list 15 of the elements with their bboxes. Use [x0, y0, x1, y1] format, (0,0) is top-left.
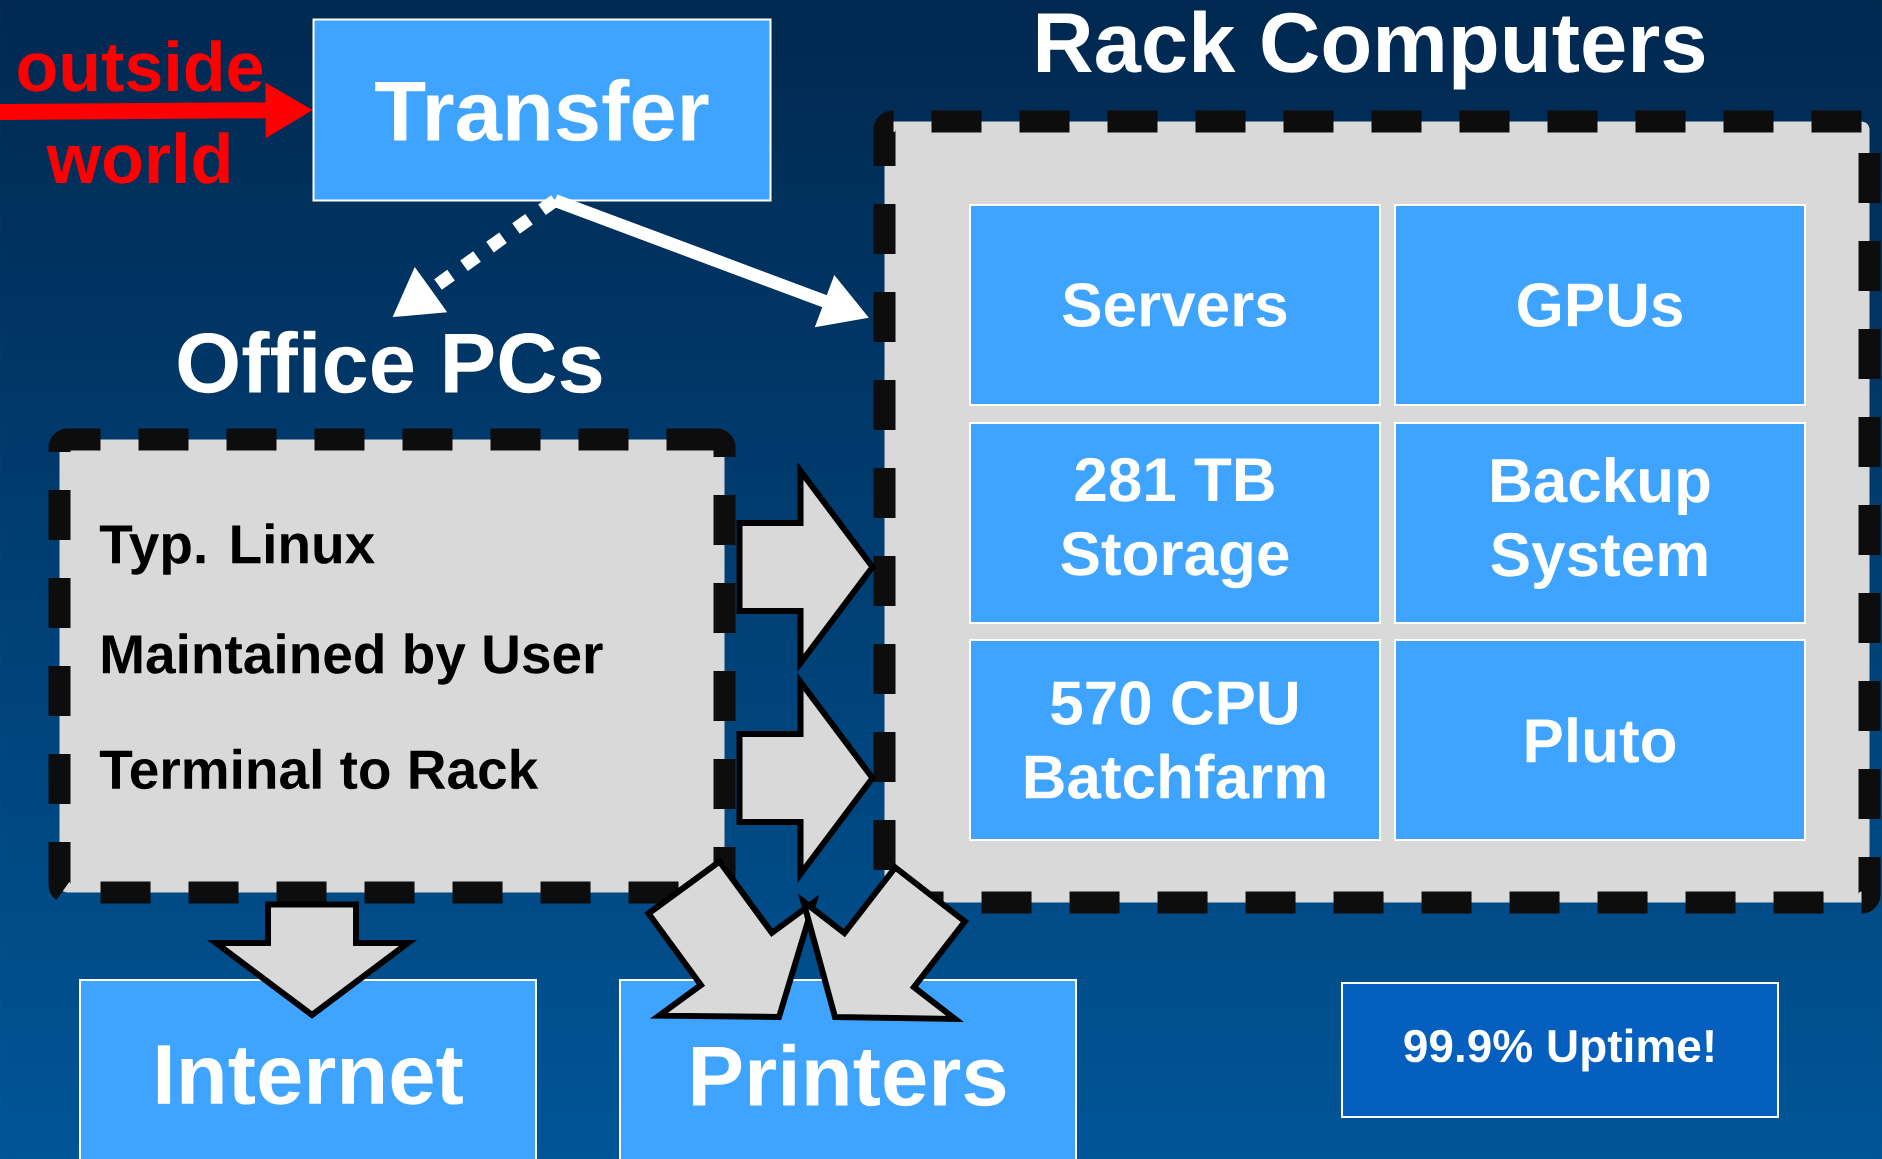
server-box: Backup System	[1394, 422, 1806, 624]
process-box: Transfer	[312, 18, 772, 202]
group-heading: Office PCs	[178, 330, 602, 394]
block-arrow	[736, 673, 877, 883]
server-box: GPUs	[1394, 204, 1806, 406]
outside-label: outside world	[18, 40, 263, 184]
status-box: 99.9% Uptime!	[1341, 982, 1779, 1118]
server-box: 570 CPU Batchfarm	[969, 639, 1381, 841]
process-box: Internet	[79, 979, 537, 1159]
server-box: Pluto	[1394, 639, 1806, 841]
block-arrow	[207, 901, 417, 1019]
server-box: Servers	[969, 204, 1381, 406]
server-box: 281 TB Storage	[969, 422, 1381, 624]
block-arrow	[736, 462, 877, 672]
group-heading: Rack Computers	[1037, 10, 1705, 90]
